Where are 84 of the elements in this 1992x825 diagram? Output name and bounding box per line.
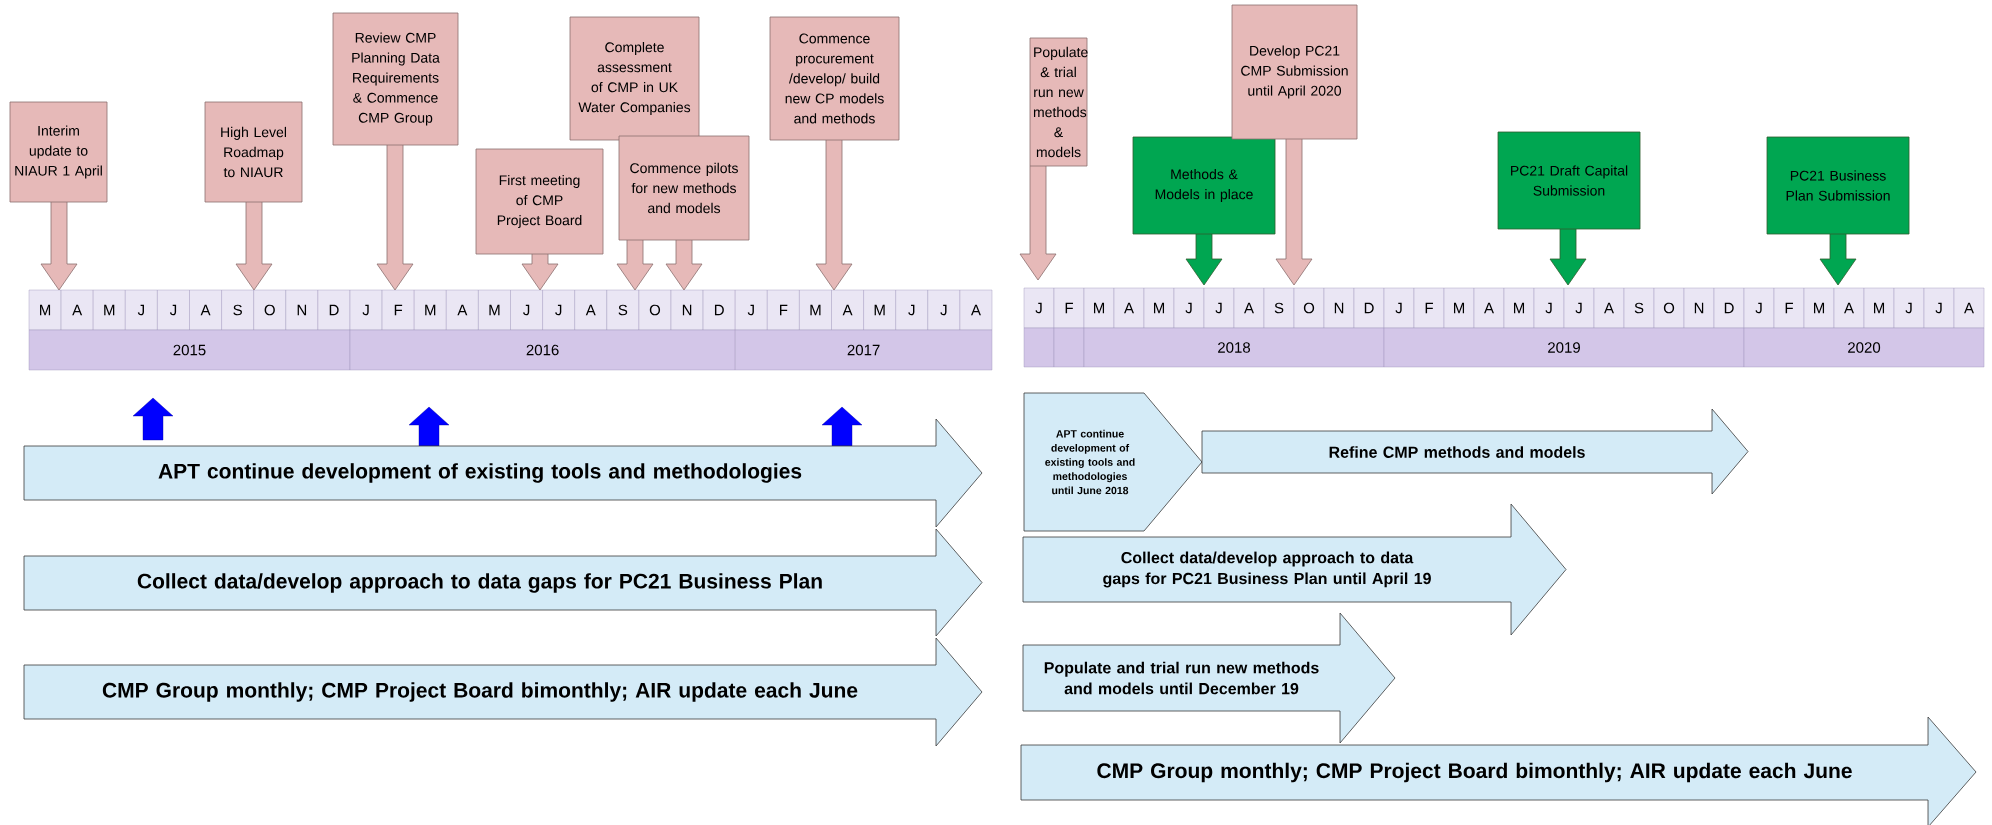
year-cell: 2016 (349, 329, 736, 371)
month-cell: J (927, 289, 961, 331)
month-cell: S (221, 289, 254, 331)
month-cell: N (1323, 287, 1355, 329)
month-cell: A (959, 289, 993, 331)
month-cell: M (799, 289, 832, 331)
month-cell: F (381, 289, 415, 331)
month-cell: D (1353, 287, 1385, 329)
callout-box: First meeting of CMP Project Board (475, 148, 604, 291)
month-cell: D (702, 289, 736, 331)
month-cell: A (831, 289, 864, 331)
month-cell: J (1173, 287, 1205, 329)
month-cell: N (1683, 287, 1715, 329)
month-cell: M (1863, 287, 1895, 329)
year-cell: 2019 (1383, 327, 1745, 368)
month-cell: J (1563, 287, 1595, 329)
activity-bar: CMP Group monthly; CMP Project Board bimonthly; AIR update each June (1020, 716, 1977, 825)
callout-box: High Level Roadmap to NIAUR (204, 101, 303, 291)
month-cell: F (767, 289, 800, 331)
month-cell: J (1533, 287, 1565, 329)
month-cell: J (895, 289, 928, 331)
callout-box: Populate & trial run new methods & models (1019, 37, 1088, 281)
month-cell: S (1263, 287, 1295, 329)
pentagon-box: APT continue development of existing tools and methodologies until June 2018 (1023, 392, 1203, 532)
month-cell: J (1383, 287, 1415, 329)
month-cell: J (1893, 287, 1925, 329)
month-cell: M (1083, 287, 1115, 329)
month-cell: A (1833, 287, 1865, 329)
callout-box: Commence procurement /develop/ build new CP models and methods (769, 16, 900, 291)
month-cell: M (93, 289, 126, 331)
month-cell: S (1623, 287, 1655, 329)
month-cell: J (1023, 287, 1055, 329)
month-cell: A (446, 289, 479, 331)
activity-bar: CMP Group monthly; CMP Project Board bimonthly; AIR update each June (23, 637, 983, 747)
month-cell: O (638, 289, 672, 331)
month-cell: M (863, 289, 896, 331)
month-cell: A (189, 289, 222, 331)
callout-box: PC21 Business Plan Submission (1766, 136, 1910, 286)
month-cell: S (606, 289, 640, 331)
month-cell: A (1953, 287, 1985, 329)
month-cell: A (1113, 287, 1145, 329)
month-cell: O (253, 289, 286, 331)
month-cell: M (1503, 287, 1535, 329)
month-cell: N (285, 289, 319, 331)
month-cell: A (574, 289, 607, 331)
year-cell: 2020 (1743, 327, 1985, 368)
month-cell: J (125, 289, 158, 331)
month-cell: J (1203, 287, 1235, 329)
month-cell: J (1923, 287, 1955, 329)
year-cell: 2015 (28, 329, 351, 371)
month-cell: J (735, 289, 768, 331)
month-cell: D (1713, 287, 1745, 329)
month-cell: A (1233, 287, 1265, 329)
callout-box: Interim update to NIAUR 1 April (9, 101, 108, 291)
month-cell: M (1803, 287, 1835, 329)
activity-bar: Collect data/develop approach to data gaps for PC21 Business Plan (23, 528, 983, 637)
activity-bar: Refine CMP methods and models (1201, 408, 1749, 495)
month-cell: M (414, 289, 447, 331)
month-cell: N (670, 289, 704, 331)
month-cell: J (510, 289, 543, 331)
month-cell: M (28, 289, 62, 331)
month-cell: M (478, 289, 511, 331)
month-cell: F (1413, 287, 1445, 329)
month-cell: J (157, 289, 190, 331)
month-cell: J (349, 289, 383, 331)
activity-bar: Populate and trial run new methods and models until December 19 (1022, 612, 1396, 744)
month-cell: J (542, 289, 575, 331)
month-cell: D (317, 289, 351, 331)
callout-box: Methods & Models in place (1132, 136, 1276, 286)
month-cell: M (1443, 287, 1475, 329)
callout-box: PC21 Draft Capital Submission (1497, 131, 1641, 286)
month-cell: A (60, 289, 94, 331)
year-cell: 2017 (735, 329, 993, 371)
activity-bar: APT continue development of existing tools and methodologies (23, 418, 983, 528)
month-cell: A (1593, 287, 1625, 329)
month-cell: A (1473, 287, 1505, 329)
callout-box: Review CMP Planning Data Requirements & Commence CMP Group (332, 12, 459, 291)
month-cell: M (1143, 287, 1175, 329)
month-cell: J (1743, 287, 1775, 329)
month-cell: F (1053, 287, 1085, 329)
callout-box: Commence pilots for new methods and models (618, 135, 750, 291)
month-cell: F (1773, 287, 1805, 329)
month-cell: O (1653, 287, 1685, 329)
month-cell: O (1293, 287, 1325, 329)
